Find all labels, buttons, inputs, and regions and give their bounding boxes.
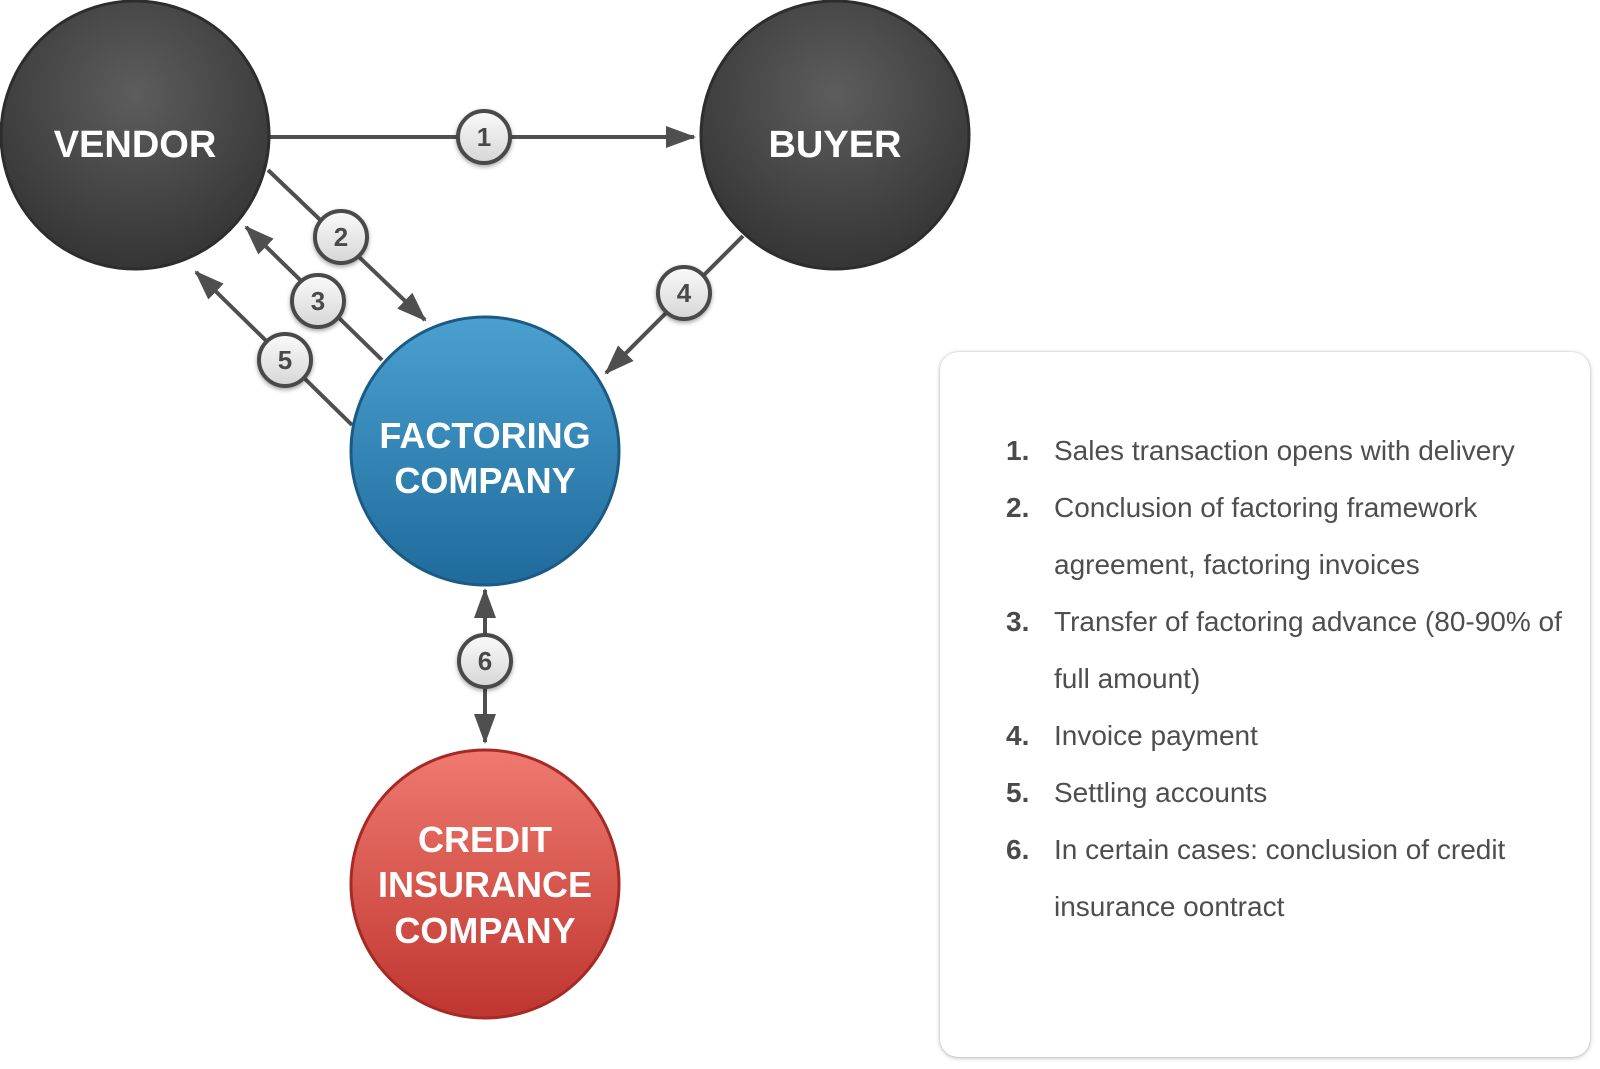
node-insurance-label-line-3: COMPANY [394, 910, 575, 951]
legend-item-5: 5. Settling accounts [1006, 764, 1566, 821]
node-vendor: VENDOR [0, 0, 271, 271]
legend-item-4: 4. Invoice payment [1006, 707, 1566, 764]
legend-item-text: Transfer of factoring advance (80-90% of… [1054, 606, 1562, 694]
badge-3-label: 3 [311, 286, 325, 316]
legend-item-text: In certain cases: conclusion of credit i… [1054, 834, 1506, 922]
node-factoring-label-line-1: FACTORING [379, 415, 590, 456]
badge-4-label: 4 [677, 278, 692, 308]
badge-6-label: 6 [478, 646, 492, 676]
node-buyer-label: BUYER [768, 124, 901, 166]
badge-3: 3 [290, 273, 346, 329]
legend-card: 1. Sales transaction opens with delivery… [940, 352, 1590, 1057]
legend-item-number: 1. [1006, 435, 1030, 466]
node-factoring-company: FACTORING COMPANY [349, 315, 621, 587]
legend-item-1: 1. Sales transaction opens with delivery [1006, 422, 1566, 479]
legend-item-text: Conclusion of factoring framework agreem… [1054, 492, 1478, 580]
badge-5-label: 5 [278, 345, 292, 375]
node-credit-insurance-company: CREDIT INSURANCE COMPANY [349, 748, 621, 1020]
legend-item-text: Sales transaction opens with delivery [1054, 435, 1515, 466]
legend-item-3: 3. Transfer of factoring advance (80-90%… [1006, 593, 1566, 707]
legend-item-text: Settling accounts [1054, 777, 1268, 808]
badge-2: 2 [313, 209, 369, 265]
legend-item-number: 6. [1006, 834, 1030, 865]
badge-6: 6 [457, 633, 513, 689]
node-factoring-label-line-2: COMPANY [394, 460, 575, 501]
node-insurance-label-line-1: CREDIT [418, 819, 552, 860]
legend-item-2: 2. Conclusion of factoring framework agr… [1006, 479, 1566, 593]
badge-1-label: 1 [477, 122, 491, 152]
legend-item-text: Invoice payment [1054, 720, 1258, 751]
legend-item-number: 4. [1006, 720, 1030, 751]
node-insurance-label-line-2: INSURANCE [378, 864, 592, 905]
legend-list: 1. Sales transaction opens with delivery… [1006, 422, 1566, 935]
badge-5: 5 [257, 332, 313, 388]
badge-2-label: 2 [334, 222, 348, 252]
node-vendor-label: VENDOR [54, 124, 217, 166]
legend-item-6: 6. In certain cases: conclusion of credi… [1006, 821, 1566, 935]
node-buyer: BUYER [699, 0, 971, 271]
legend-item-number: 2. [1006, 492, 1030, 523]
legend-item-number: 3. [1006, 606, 1030, 637]
badge-1: 1 [456, 109, 512, 165]
legend-item-number: 5. [1006, 777, 1030, 808]
badge-4: 4 [656, 265, 712, 321]
